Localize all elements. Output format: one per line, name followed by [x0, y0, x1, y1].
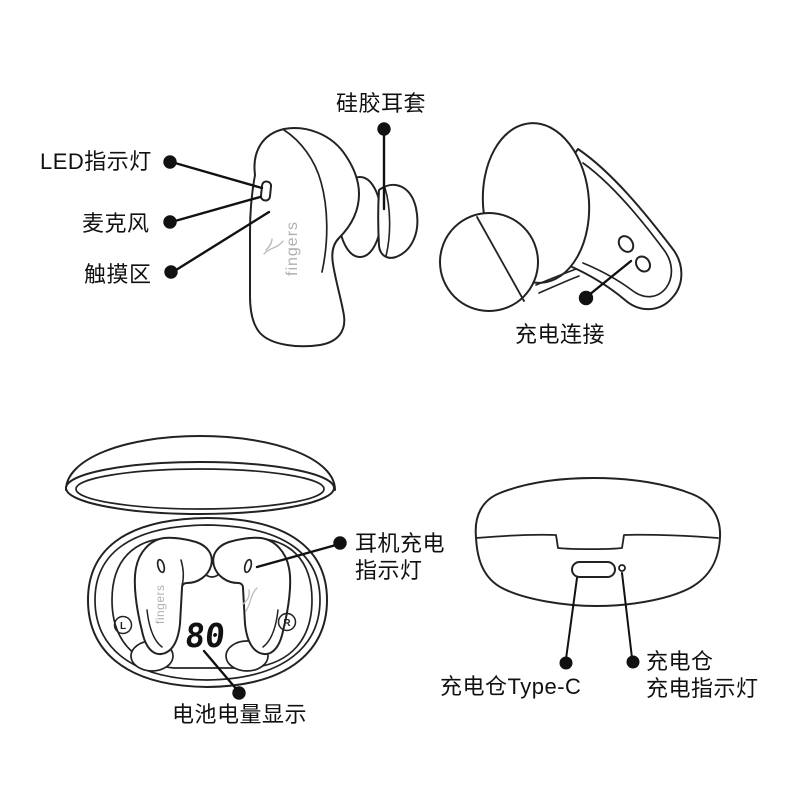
charging-connection-label: 充电连接 [515, 322, 606, 347]
stem-seam-line [538, 275, 580, 294]
silicone-eartip-label: 硅胶耳套 [336, 91, 427, 116]
brand-text: fingers [153, 584, 167, 624]
callout-typec [559, 577, 578, 670]
earbud-charge-led-label: 耳机充电 指示灯 [355, 530, 445, 584]
callout-dot [578, 290, 594, 306]
left-earbud-detail-line [146, 609, 163, 648]
callout-dot [377, 122, 391, 136]
left-earbud-detail-line [180, 559, 185, 587]
callout-touch [164, 210, 271, 279]
typec-port [571, 561, 616, 578]
callout-eartip [377, 122, 391, 211]
earbud-charge-led-label-line2: 指示灯 [355, 558, 423, 583]
right-earbud-marker: R [283, 618, 291, 629]
callout-dot [626, 655, 640, 669]
case-charge-led-label: 充电仓 充电指示灯 [646, 648, 759, 702]
earbud-stem-inner-line [582, 162, 673, 298]
case-charge-led [618, 564, 626, 572]
earbud-body-fold-line [283, 129, 328, 273]
callout-dot [163, 215, 177, 229]
callout-case-led [621, 572, 640, 669]
microphone-label: 麦克风 [82, 211, 150, 236]
callout-mic [163, 195, 262, 229]
case-lid-seam [475, 533, 719, 551]
case-open-figure: fingers L R 80 [65, 435, 336, 688]
callout-battery-display [202, 649, 246, 700]
touch-area-label: 触摸区 [84, 262, 152, 287]
callout-earbud-charge-led [255, 536, 347, 569]
brand-swoosh [265, 238, 273, 251]
right-earbud-led [243, 558, 253, 574]
stem-seam-line [535, 268, 577, 286]
callout-dot [163, 155, 177, 169]
earbud-body [249, 127, 360, 348]
led-indicator-label: LED指示灯 [40, 149, 152, 174]
earbud-side-figure: fingers [249, 127, 419, 348]
charging-contact [617, 235, 635, 253]
right-marker-circle [277, 612, 297, 632]
brand-swoosh [245, 587, 258, 612]
typec-port-label: 充电仓Type-C [440, 674, 582, 699]
earbud-back-figure [439, 122, 683, 312]
case-body-outline [87, 517, 328, 688]
callout-dot [333, 536, 347, 550]
left-marker-circle [113, 615, 133, 635]
battery-display-label: 电池电量显示 [172, 702, 308, 727]
eartip-ball-edge [476, 216, 525, 302]
case-back-figure [474, 477, 722, 607]
left-earbud-led [156, 558, 166, 574]
left-earbud-top-view [133, 536, 213, 656]
callout-led [163, 155, 264, 190]
case-charge-led-label-line2: 充电指示灯 [646, 676, 759, 701]
callouts [163, 122, 640, 700]
earbud-charge-led-label-line1: 耳机充电 [355, 531, 446, 556]
left-earbud-marker: L [120, 621, 126, 632]
brand-text: fingers [284, 221, 301, 276]
case-charge-led-label-line1: 充电仓 [646, 649, 714, 674]
led-window [259, 180, 273, 202]
eartip-dome-inner-line [384, 187, 391, 257]
callout-charging-contact [578, 259, 633, 306]
callout-dot [559, 656, 573, 670]
brand-swoosh [263, 240, 284, 255]
brand-swoosh [242, 589, 250, 605]
eartip-ball [439, 212, 539, 312]
charging-contact [634, 255, 652, 273]
case-lid-rim-inner [75, 468, 325, 510]
battery-percentage: 80 [183, 616, 227, 655]
right-earbud-detail-line [262, 609, 279, 648]
callout-dot [232, 686, 246, 700]
case-back-outline [474, 477, 722, 607]
callout-dot [164, 265, 178, 279]
